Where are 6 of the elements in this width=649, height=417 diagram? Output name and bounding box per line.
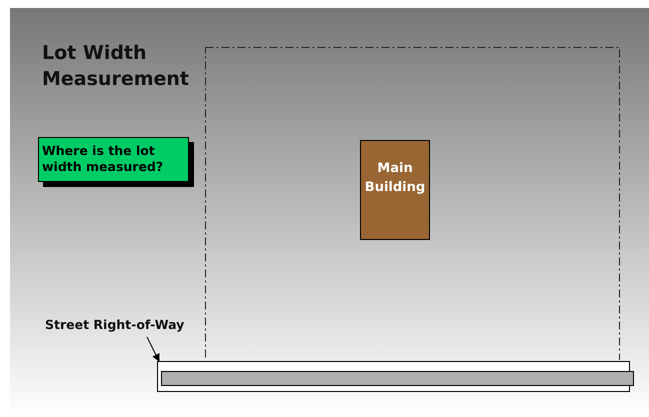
lot-boundary [205, 47, 620, 360]
arrow [146, 336, 160, 362]
building-box: Main Building [360, 140, 430, 240]
title: Lot Width Measurement [42, 41, 190, 92]
street-label: Street Right-of-Way [45, 317, 215, 335]
street-pavement-bar [161, 371, 634, 386]
